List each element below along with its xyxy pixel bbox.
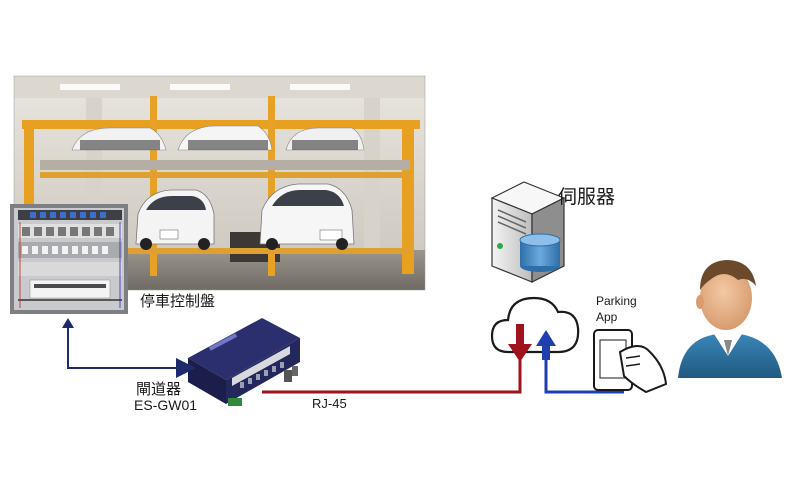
garage-photo <box>13 75 426 291</box>
gateway-label: 閘道器 <box>136 380 182 398</box>
upload-arrow-icon <box>536 330 556 360</box>
server-label: 伺服器 <box>558 186 616 208</box>
user-icon <box>678 260 782 378</box>
panel-link-arrowhead <box>62 318 74 328</box>
app-label-line1: Parking <box>596 294 637 308</box>
cloud-icon <box>490 296 580 354</box>
server-icon <box>490 181 566 283</box>
rj45-link <box>262 346 522 394</box>
phone-hand-icon <box>593 329 668 394</box>
rj45-label: RJ-45 <box>312 396 347 411</box>
gateway-model-label: ES-GW01 <box>134 397 198 413</box>
download-arrow-icon <box>508 324 532 362</box>
parking-panel-label: 停車控制盤 <box>140 292 216 310</box>
app-label-line2: App <box>596 310 618 324</box>
app-cloud-link <box>544 346 624 394</box>
control-panel <box>10 204 128 314</box>
panel-gateway-link <box>67 322 196 378</box>
gateway-device <box>188 318 300 406</box>
